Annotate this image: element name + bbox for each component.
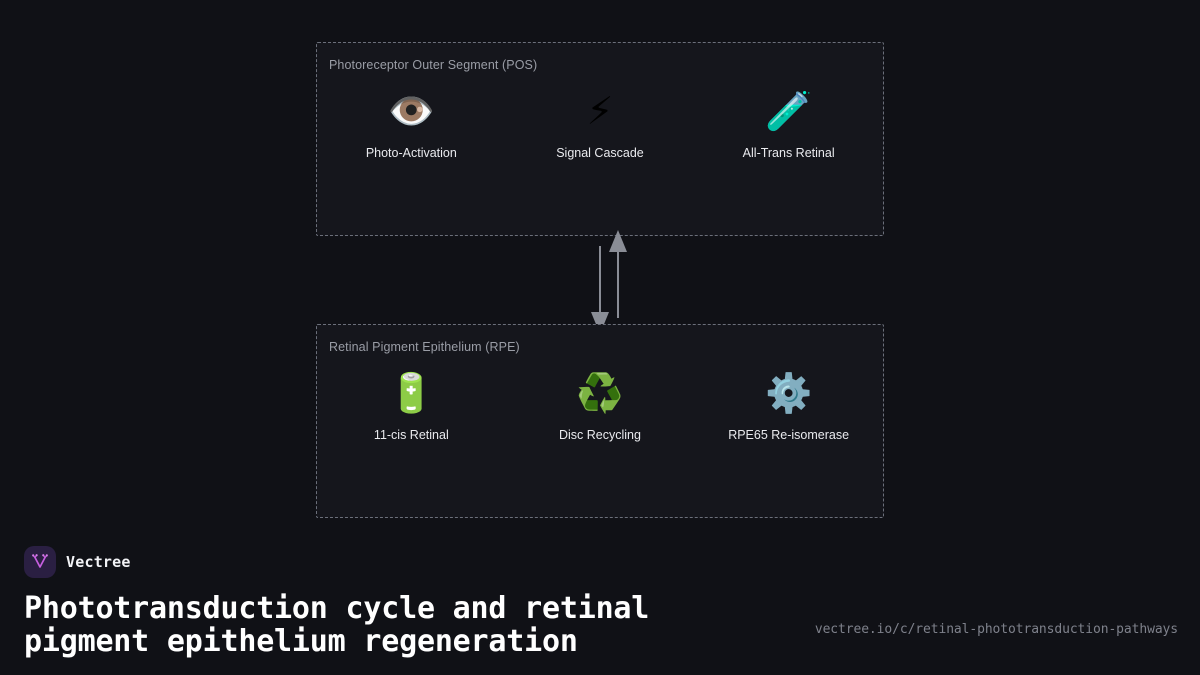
node-photo-activation[interactable]: 👁️ Photo-Activation xyxy=(336,88,486,160)
page-title: Phototransduction cycle and retinal pigm… xyxy=(24,591,650,659)
gear-icon: ⚙️ xyxy=(764,371,813,415)
brand-name: Vectree xyxy=(66,553,131,571)
panel-connector-arrows xyxy=(560,222,660,342)
node-11-cis-retinal[interactable]: 🔋 11-cis Retinal xyxy=(336,370,486,442)
node-signal-cascade[interactable]: ⚡ Signal Cascade xyxy=(525,88,675,160)
vectree-logo-glyph xyxy=(32,554,48,568)
node-all-trans-retinal[interactable]: 🧪 All-Trans Retinal xyxy=(714,88,864,160)
battery-icon: 🔋 xyxy=(387,371,435,415)
node-label-all-trans-retinal: All-Trans Retinal xyxy=(742,146,835,160)
footer-bar: Vectree Phototransduction cycle and reti… xyxy=(0,530,1200,675)
arrow-down-pos-to-rpe xyxy=(591,246,609,334)
test-tube-icon: 🧪 xyxy=(764,89,813,133)
panel-title-rpe: Retinal Pigment Epithelium (RPE) xyxy=(329,340,520,354)
node-row-pos: 👁️ Photo-Activation ⚡ Signal Cascade 🧪 A… xyxy=(317,88,883,160)
node-disc-recycling[interactable]: ♻️ Disc Recycling xyxy=(525,370,675,442)
source-url: vectree.io/c/retinal-phototransduction-p… xyxy=(814,622,1178,637)
node-row-rpe: 🔋 11-cis Retinal ♻️ Disc Recycling ⚙️ RP… xyxy=(317,370,883,442)
node-label-disc-recycling: Disc Recycling xyxy=(559,428,641,442)
arrow-up-rpe-to-pos xyxy=(609,230,627,318)
node-label-rpe65-re-isomerase: RPE65 Re-isomerase xyxy=(728,428,850,442)
brand-row[interactable]: Vectree xyxy=(24,546,131,578)
recycling-icon: ♻️ xyxy=(576,371,624,415)
panel-photoreceptor-outer-segment[interactable]: Photoreceptor Outer Segment (POS) 👁️ Pho… xyxy=(316,42,884,236)
node-label-photo-activation: Photo-Activation xyxy=(365,146,457,160)
vectree-logo-icon xyxy=(24,546,56,578)
node-rpe65-re-isomerase[interactable]: ⚙️ RPE65 Re-isomerase xyxy=(714,370,864,442)
connector-svg xyxy=(591,230,627,334)
panel-title-pos: Photoreceptor Outer Segment (POS) xyxy=(329,58,538,72)
high-voltage-icon: ⚡ xyxy=(586,89,614,133)
eye-icon: 👁️ xyxy=(387,89,435,133)
panel-retinal-pigment-epithelium[interactable]: Retinal Pigment Epithelium (RPE) 🔋 11-ci… xyxy=(316,324,884,518)
node-label-11-cis-retinal: 11-cis Retinal xyxy=(373,428,449,442)
diagram-area: Photoreceptor Outer Segment (POS) 👁️ Pho… xyxy=(316,42,884,518)
node-label-signal-cascade: Signal Cascade xyxy=(556,146,644,160)
